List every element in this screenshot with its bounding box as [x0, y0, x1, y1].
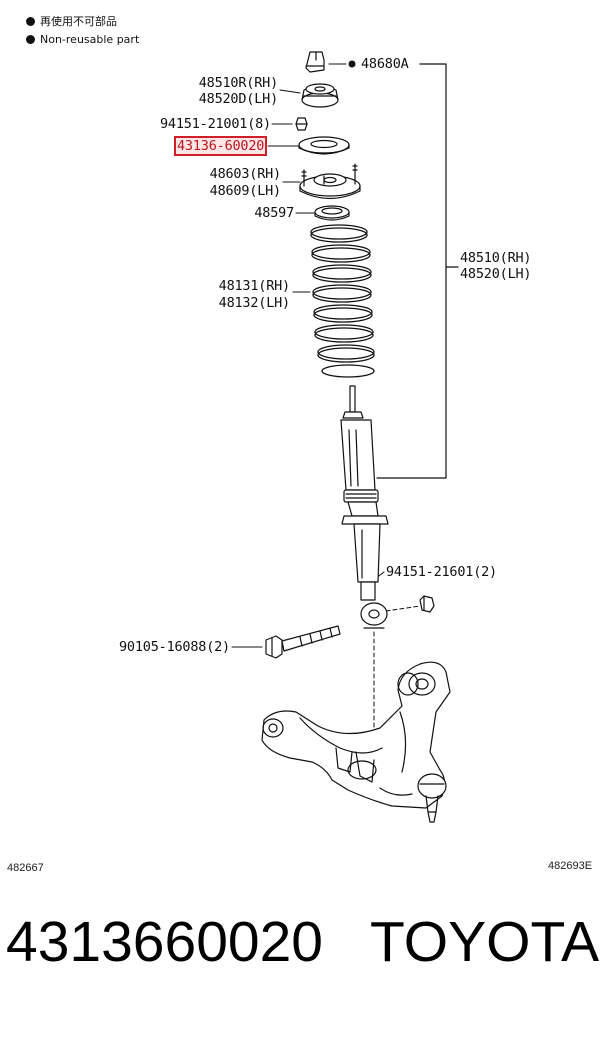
callout-small-nut: 94151-21001(8): [160, 116, 271, 132]
callout-lower-bolt: 90105-16088(2): [119, 639, 230, 655]
lower-bolt: [265, 625, 341, 659]
bullet-icon: [26, 35, 35, 44]
absorber-assembly-bracket: [376, 63, 459, 479]
lower-control-arm: [261, 661, 451, 823]
footer-brand: TOYOTA: [370, 910, 600, 974]
legend-nonreusable-en: Non-reusable part: [26, 33, 139, 47]
callout-upper-support-lh: 48520D(LH): [198, 91, 278, 107]
callout-spring-rh: 48131(RH): [218, 278, 291, 294]
legend-nonreusable-jp: 再使用不可部品: [26, 15, 117, 29]
suspension-mount: [299, 163, 361, 200]
lower-nut: [419, 595, 435, 613]
callout-spring-lh: 48132(LH): [218, 295, 291, 311]
callout-absorber-rh: 48510(RH): [460, 250, 532, 266]
callout-lower-nut: 94151-21601(2): [386, 564, 497, 580]
small-nut: [295, 117, 308, 131]
exploded-view-drawing: [231, 51, 459, 823]
coil-spring: [310, 224, 375, 378]
shock-absorber: [340, 385, 389, 629]
callout-upper-support-rh: 48510R(RH): [198, 75, 278, 91]
nonreusable-bullet-icon: [348, 60, 356, 68]
footer-part-number: 4313660020: [6, 910, 324, 974]
callout-top-nut: 48680A: [361, 56, 409, 72]
bullet-icon: [26, 17, 35, 26]
illustration-code-left: 482667: [7, 862, 44, 874]
callout-insulator: 48597: [254, 205, 294, 221]
spring-insulator: [314, 205, 350, 221]
illustration-code-right: 482693E: [548, 860, 593, 872]
callout-absorber-lh: 48520(LH): [460, 266, 532, 282]
bearing-plate: [298, 136, 350, 155]
highlighted-part-number[interactable]: 43136-60020: [173, 136, 268, 156]
top-nut: [305, 51, 325, 73]
callout-highlighted-part: 43136-60020: [173, 136, 268, 156]
callout-mount-rh: 48603(RH): [209, 166, 282, 182]
callout-mount-lh: 48609(LH): [209, 183, 282, 199]
upper-support: [301, 83, 339, 108]
